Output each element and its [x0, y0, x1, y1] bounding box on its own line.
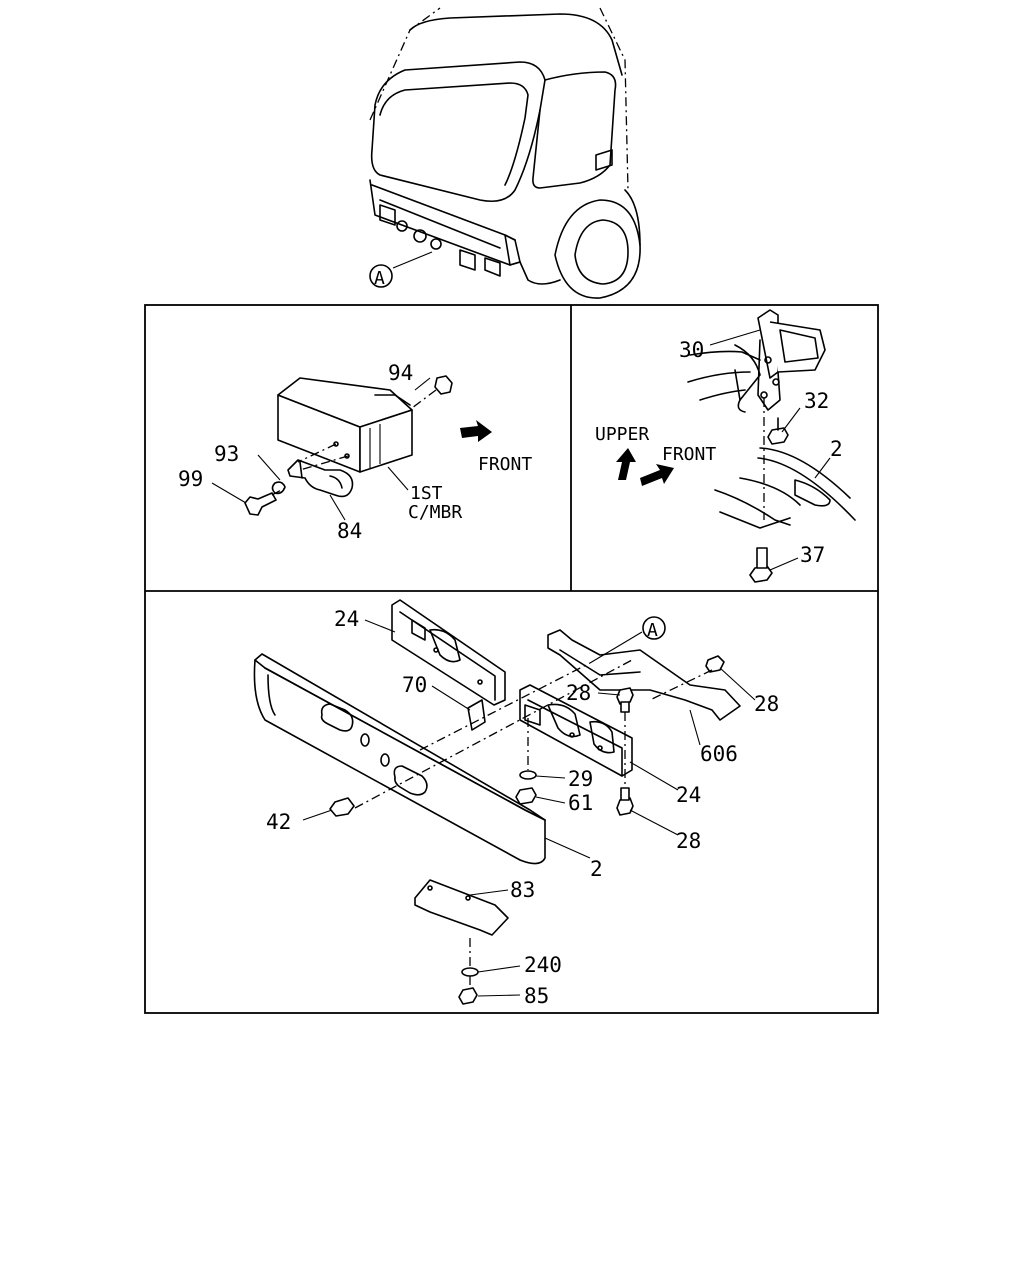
callout-24-right: 24 — [676, 783, 701, 807]
callout-29: 29 — [568, 767, 593, 791]
callout-28-bottom: 28 — [676, 829, 701, 853]
callout-84: 84 — [337, 519, 362, 543]
callout-30: 30 — [679, 338, 704, 362]
callout-a-top: A — [369, 264, 393, 289]
callout-a-bottom: A — [642, 616, 666, 641]
panel-frames — [144, 304, 879, 1014]
front-direction-label-right: FRONT — [662, 444, 716, 465]
callout-606: 606 — [700, 742, 738, 766]
callout-2-upper: 2 — [830, 437, 843, 461]
callout-28-top: 28 — [566, 681, 591, 705]
callout-32: 32 — [804, 389, 829, 413]
upper-direction-label: UPPER — [595, 424, 649, 445]
callout-a-bottom-label: A — [647, 620, 658, 641]
callout-28-right: 28 — [754, 692, 779, 716]
callout-93: 93 — [214, 442, 239, 466]
callout-85: 85 — [524, 984, 549, 1008]
callout-99: 99 — [178, 467, 203, 491]
front-direction-label: FRONT — [478, 454, 532, 475]
callout-42: 42 — [266, 810, 291, 834]
callout-94: 94 — [388, 361, 413, 385]
callout-70: 70 — [402, 673, 427, 697]
callout-a-label: A — [374, 268, 385, 289]
panel-bracket-detail — [616, 309, 856, 583]
callout-24-left: 24 — [334, 607, 359, 631]
callout-2-bumper: 2 — [590, 857, 603, 881]
callout-37: 37 — [800, 543, 825, 567]
truck-cab-illustration — [369, 7, 641, 299]
callout-61: 61 — [568, 791, 593, 815]
member-label-line2: C/MBR — [408, 502, 462, 523]
member-label-line1: 1ST — [410, 483, 443, 504]
callout-83: 83 — [510, 878, 535, 902]
panel-tow-hook — [211, 375, 492, 521]
callout-240: 240 — [524, 953, 562, 977]
panel-bumper-assembly — [253, 599, 756, 1005]
